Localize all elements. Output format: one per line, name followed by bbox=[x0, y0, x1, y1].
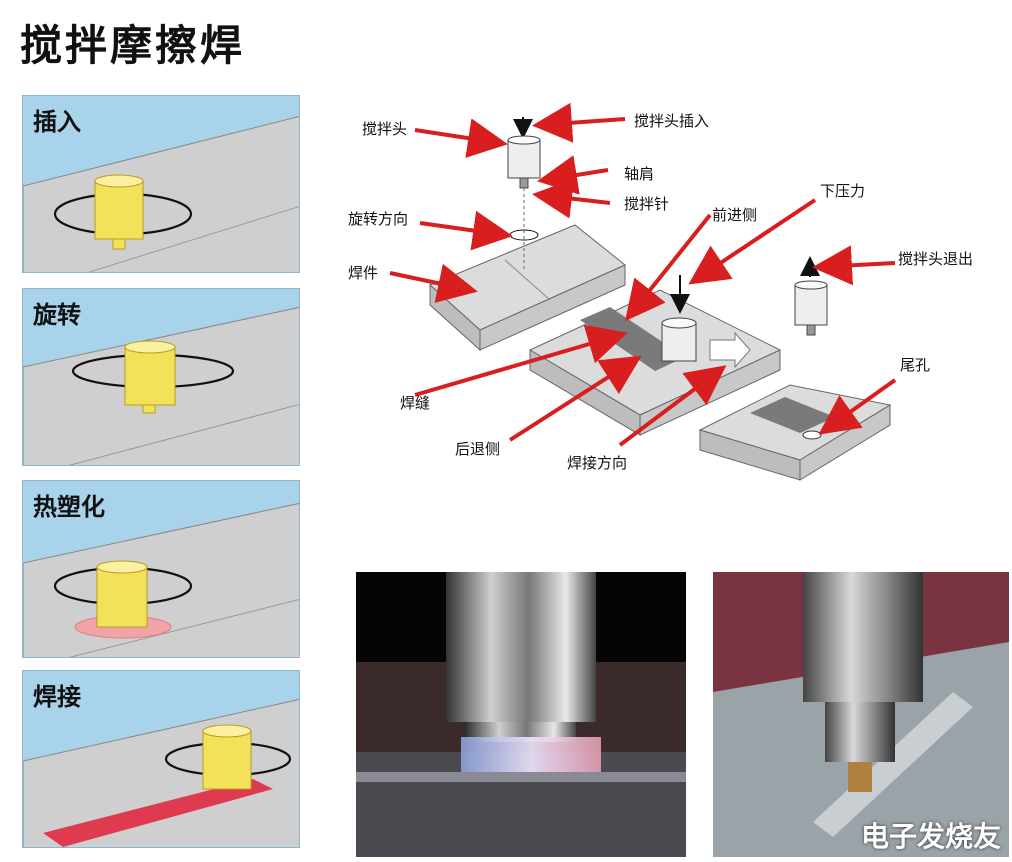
weld-illustration bbox=[23, 698, 299, 847]
label-stir-head: 搅拌头 bbox=[362, 120, 408, 138]
label-workpiece: 焊件 bbox=[348, 264, 379, 282]
label-stir-head-in: 搅拌头插入 bbox=[634, 112, 710, 130]
label-rotation-direction: 旋转方向 bbox=[348, 210, 409, 228]
step-panel-insert: 插入 bbox=[22, 95, 300, 273]
step-label: 旋转 bbox=[33, 301, 81, 329]
label-advancing-side: 前进侧 bbox=[712, 206, 758, 224]
tool-photo-sparks bbox=[356, 572, 686, 857]
step-panel-rotate: 旋转 bbox=[22, 288, 300, 466]
insert-illustration bbox=[23, 115, 299, 272]
label-down-force: 下压力 bbox=[820, 182, 866, 200]
stir-tool-insert bbox=[507, 117, 541, 270]
label-stir-head-out: 搅拌头退出 bbox=[898, 250, 974, 268]
label-stir-pin: 搅拌针 bbox=[624, 195, 670, 213]
watermark: 电子发烧友 bbox=[860, 820, 1001, 853]
step-label: 焊接 bbox=[33, 683, 81, 711]
stir-tool-exit bbox=[794, 256, 828, 336]
step-label: 插入 bbox=[33, 108, 81, 136]
pointer-arrows bbox=[389, 102, 897, 447]
process-diagram bbox=[389, 102, 897, 481]
plasticize-illustration bbox=[23, 502, 299, 657]
workpiece-plate-3 bbox=[698, 384, 892, 481]
label-retreating-side: 后退侧 bbox=[455, 440, 501, 458]
page-title: 搅拌摩擦焊 bbox=[20, 21, 246, 70]
step-label: 热塑化 bbox=[33, 493, 105, 521]
step-panel-plasticize: 热塑化 bbox=[22, 480, 300, 658]
label-welding-direction: 焊接方向 bbox=[567, 454, 628, 472]
label-weld-seam: 焊缝 bbox=[400, 394, 431, 412]
rotate-illustration bbox=[23, 306, 299, 465]
step-panel-weld: 焊接 bbox=[22, 670, 300, 848]
tool-photo-plate: 电子发烧友 bbox=[713, 572, 1009, 857]
stir-tool-weld bbox=[661, 275, 751, 369]
label-exit-hole: 尾孔 bbox=[900, 356, 931, 374]
label-shoulder: 轴肩 bbox=[624, 165, 655, 183]
